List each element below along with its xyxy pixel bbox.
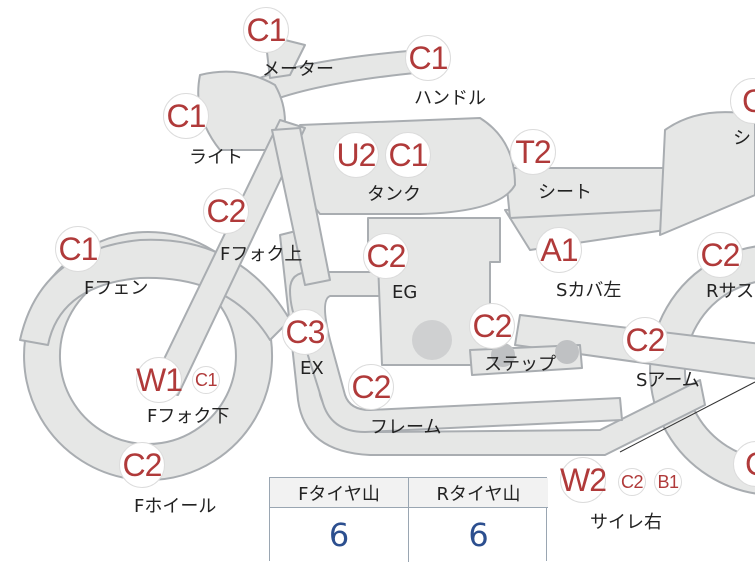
part-label: フレーム [370, 417, 442, 438]
part-label: EG [392, 282, 418, 303]
grade-badge: C1 [243, 7, 289, 53]
part-label: ライト [189, 147, 243, 168]
grade-badge: B1 [654, 468, 682, 496]
part-label: Fフォク上 [220, 244, 303, 265]
part-label: Fフォク下 [147, 406, 230, 427]
front-tire-header: Fタイヤ山 [270, 478, 409, 508]
rear-wheel-shape [649, 245, 755, 495]
grade-badge: C2 [363, 233, 409, 279]
part-label: ステップ [484, 354, 556, 375]
part-label: メーター [262, 59, 334, 80]
grade-badge: C1 [385, 132, 431, 178]
part-label: Sカバ左 [556, 280, 622, 301]
part-label: シート [538, 182, 592, 203]
part-label: シ [733, 128, 751, 149]
grade-badge: C2 [622, 317, 668, 363]
grade-badge: C2 [469, 303, 515, 349]
grade-badge: C2 [348, 364, 394, 410]
part-label: Fホイール [134, 496, 217, 517]
part-label: ハンドル [414, 88, 486, 109]
grade-badge: C1 [55, 226, 101, 272]
grade-badge: W2 [560, 457, 607, 503]
grade-badge: C2 [203, 188, 249, 234]
grade-badge: C1 [192, 366, 220, 394]
part-label: EX [300, 358, 324, 379]
grade-badge: U2 [333, 132, 379, 178]
grade-badge: A1 [536, 227, 582, 273]
grade-badge: C2 [119, 442, 165, 488]
part-label: Fフェン [84, 278, 149, 299]
part-label: Sアーム [636, 370, 700, 391]
grade-badge: C1 [163, 93, 209, 139]
front-tire-value: 6 [270, 508, 409, 562]
grade-badge: C1 [405, 35, 451, 81]
tire-tread-table: Fタイヤ山 Rタイヤ山 6 6 [269, 477, 548, 562]
frame-neck-shape [271, 127, 331, 286]
grade-badge: C2 [697, 232, 743, 278]
rear-tire-header: Rタイヤ山 [409, 478, 548, 508]
part-label: サイレ右 [590, 512, 662, 533]
part-label: Rサス [706, 281, 755, 302]
grade-badge: C2 [618, 468, 646, 496]
rear-tire-value: 6 [468, 516, 489, 554]
grade-badge: W1 [136, 357, 183, 403]
grade-badge: T2 [510, 129, 556, 175]
part-label: タンク [367, 184, 421, 205]
tail-shape [659, 111, 755, 236]
grade-badge: C3 [282, 309, 328, 355]
